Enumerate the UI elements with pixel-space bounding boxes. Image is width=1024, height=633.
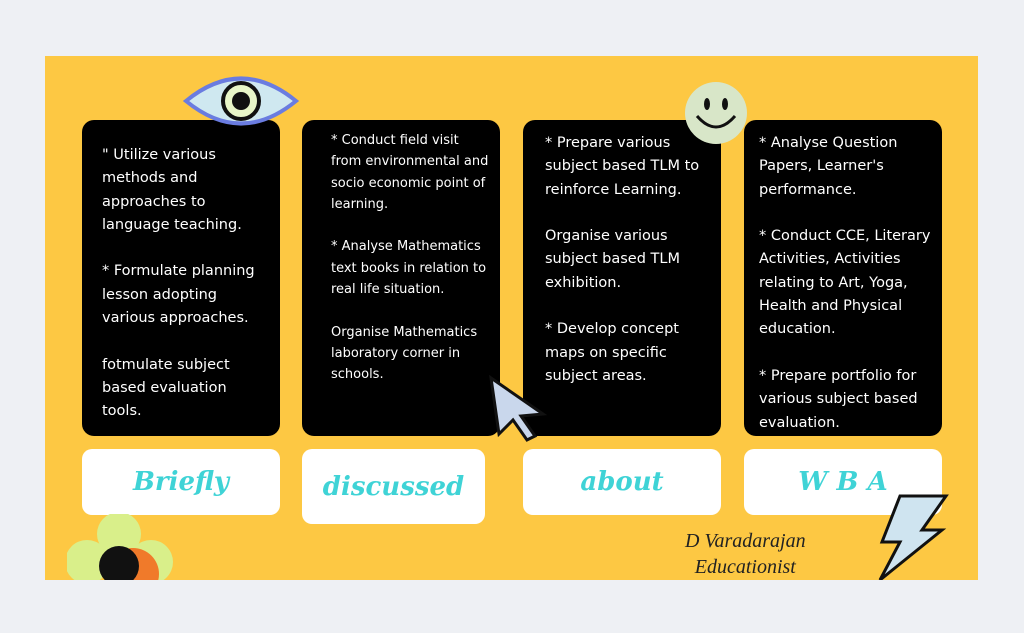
label-about: about (523, 449, 721, 515)
info-card-4: * Analyse Question Papers, Learner's per… (744, 120, 942, 436)
signature-name: D Varadarajan (685, 530, 806, 552)
info-card-1: " Utilize various methods and approaches… (82, 120, 280, 436)
eye-icon (182, 76, 300, 126)
slide: " Utilize various methods and approaches… (45, 56, 978, 580)
cursor-arrow-icon (489, 374, 548, 442)
signature: D Varadarajan Educationist (685, 528, 806, 580)
label-discussed: discussed (302, 449, 485, 524)
info-card-3: * Prepare various subject based TLM to r… (523, 120, 721, 436)
lightning-icon (878, 494, 949, 580)
signature-title: Educationist (694, 556, 796, 578)
info-card-2: * Conduct field visit from environmental… (302, 120, 500, 436)
flower-icon (67, 514, 173, 580)
label-wba: W B A (744, 449, 942, 515)
label-briefly: Briefly (82, 449, 280, 515)
smiley-icon (685, 82, 747, 144)
